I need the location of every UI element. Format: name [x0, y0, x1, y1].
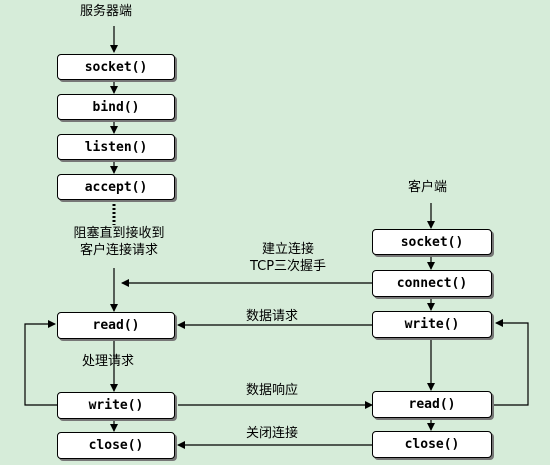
server-title: 服务器端 — [80, 4, 133, 19]
server-accept-box: accept() — [57, 174, 175, 200]
server-bind-box: bind() — [57, 94, 175, 120]
client-title: 客户端 — [408, 180, 448, 195]
server-blocked-label: 阻塞直到接收到 客户连接请求 — [60, 226, 178, 260]
server-process-label: 处理请求 — [82, 354, 135, 369]
server-blocked-line1: 阻塞直到接收到 — [73, 226, 165, 241]
server-socket-box: socket() — [57, 54, 175, 80]
client-loop-arrow — [492, 319, 529, 406]
handshake-label: 建立连接 TCP三次握手 — [218, 242, 358, 276]
server-write-box: write() — [57, 392, 175, 419]
handshake-line1: 建立连接 — [261, 242, 314, 257]
server-loop-arrow — [24, 320, 57, 406]
server-close-box: close() — [57, 432, 175, 459]
client-write-box: write() — [372, 311, 492, 338]
client-read-box: read() — [372, 391, 492, 418]
server-listen-box: listen() — [57, 134, 175, 160]
response-label: 数据响应 — [246, 383, 299, 398]
client-connect-box: connect() — [372, 270, 492, 297]
server-blocked-line2: 客户连接请求 — [79, 242, 158, 258]
client-socket-box: socket() — [372, 229, 492, 255]
handshake-line2: TCP三次握手 — [249, 258, 327, 274]
server-read-box: read() — [57, 312, 175, 339]
client-close-box: close() — [372, 431, 492, 458]
close-link-label: 关闭连接 — [246, 426, 299, 441]
request-label: 数据请求 — [246, 309, 299, 324]
